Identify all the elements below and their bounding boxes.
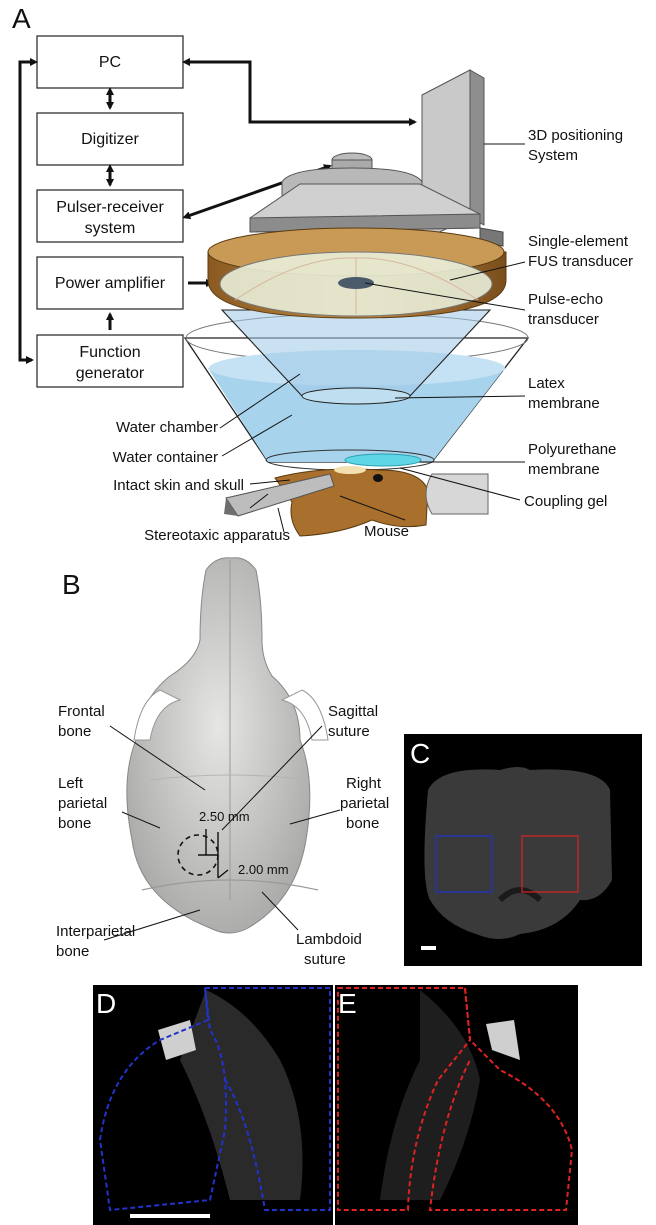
label-lambdoid-1: Lambdoid <box>296 931 362 948</box>
panel-label-c: C <box>410 738 430 769</box>
label-water-chamber: Water chamber <box>116 419 218 436</box>
dist-250: 2.50 mm <box>199 809 250 824</box>
label-interparietal-2: bone <box>56 943 89 960</box>
label-left-parietal-2: parietal <box>58 795 107 812</box>
panel-e-micrograph <box>335 985 578 1225</box>
label-interparietal-1: Interparietal <box>56 923 135 940</box>
pulser-label-line2: system <box>85 220 136 237</box>
label-latex-1: Latex <box>528 375 565 392</box>
label-skin-skull: Intact skin and skull <box>113 477 244 494</box>
fus-transducer <box>208 228 506 318</box>
func-gen-line1: Function <box>79 344 140 361</box>
function-generator-box: Function generator <box>37 335 183 387</box>
panel-label-b: B <box>62 569 81 600</box>
label-poly-2: membrane <box>528 461 600 478</box>
power-amplifier-box: Power amplifier <box>37 257 183 309</box>
func-gen-line2: generator <box>76 365 145 382</box>
label-frontal-1: Frontal <box>58 703 105 720</box>
label-positioning-2: System <box>528 147 578 164</box>
label-pulse-echo-1: Pulse-echo <box>528 291 603 308</box>
label-fus-2: FUS transducer <box>528 253 633 270</box>
pulser-receiver-box: Pulser-receiver system <box>37 190 183 242</box>
panel-label-d: D <box>96 988 116 1019</box>
polyurethane-membrane <box>345 454 421 466</box>
label-stereotaxic: Stereotaxic apparatus <box>144 527 290 544</box>
label-poly-1: Polyurethane <box>528 441 616 458</box>
label-right-parietal-2: parietal <box>340 795 389 812</box>
label-left-parietal-1: Left <box>58 775 84 792</box>
label-latex-2: membrane <box>528 395 600 412</box>
label-coupling-gel: Coupling gel <box>524 493 607 510</box>
power-amp-label: Power amplifier <box>55 275 166 292</box>
mouse-skull <box>127 558 328 933</box>
label-mouse: Mouse <box>364 523 409 540</box>
panel-d-micrograph <box>93 985 333 1225</box>
label-right-parietal-3: bone <box>346 815 379 832</box>
digitizer-label: Digitizer <box>81 131 139 148</box>
label-frontal-2: bone <box>58 723 91 740</box>
pulse-echo-element <box>338 277 374 289</box>
panel-label-e: E <box>338 988 357 1019</box>
mouse-setup <box>224 466 488 536</box>
pulser-label-line1: Pulser-receiver <box>56 199 164 216</box>
panel-c-micrograph <box>404 734 642 966</box>
label-sagittal-1: Sagittal <box>328 703 378 720</box>
label-lambdoid-2: suture <box>304 951 346 968</box>
dist-200: 2.00 mm <box>238 862 289 877</box>
mouse-eye <box>373 474 383 482</box>
label-right-parietal-1: Right <box>346 775 382 792</box>
pc-box: PC <box>37 36 183 88</box>
label-fus-1: Single-element <box>528 233 629 250</box>
digitizer-box: Digitizer <box>37 113 183 165</box>
label-pulse-echo-2: transducer <box>528 311 599 328</box>
label-water-container: Water container <box>113 449 218 466</box>
label-positioning-1: 3D positioning <box>528 127 623 144</box>
panel-label-a: A <box>12 3 31 34</box>
label-left-parietal-3: bone <box>58 815 91 832</box>
coupling-gel <box>334 466 366 474</box>
pc-label: PC <box>99 54 121 71</box>
label-sagittal-2: suture <box>328 723 370 740</box>
